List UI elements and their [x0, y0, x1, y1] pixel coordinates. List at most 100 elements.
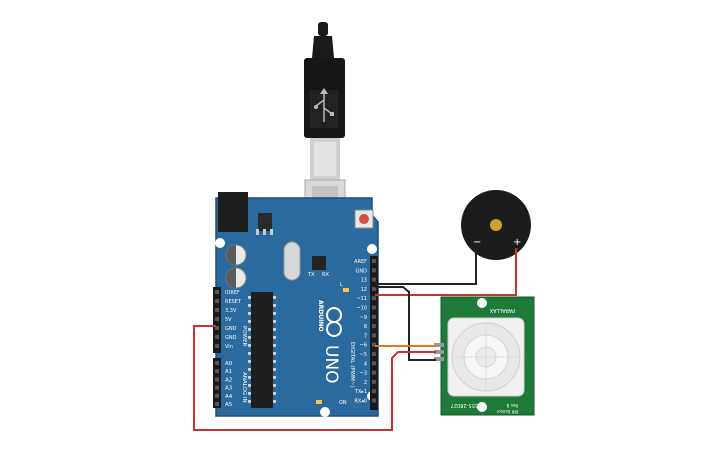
power-pin-hole[interactable] [215, 299, 219, 303]
microcontroller-chip [251, 292, 273, 408]
chip-pin [273, 320, 276, 323]
chip-pin [273, 360, 276, 363]
chip-pin [248, 384, 251, 387]
mounting-hole [215, 238, 225, 248]
digital-pin-hole[interactable] [372, 352, 376, 356]
digital-pin-label: GND [356, 268, 368, 274]
chip-pin [248, 328, 251, 331]
red-wire-pir [193, 325, 436, 431]
power-pin-label: 5V [225, 317, 232, 323]
black-wire-buzzer [375, 248, 477, 285]
digital-pin-hole[interactable] [372, 361, 376, 366]
digital-pin-label: AREF [354, 259, 367, 265]
power-pin-hole[interactable] [215, 290, 219, 294]
arduino-board[interactable]: L ON TX RX ARDUINO UNO DIGITAL (PWM~) PO… [213, 192, 379, 417]
rx-label: RX [322, 272, 329, 278]
chip-pin [273, 336, 276, 339]
digital-pin-hole[interactable] [372, 296, 376, 301]
led-l [343, 288, 349, 292]
chip-pin [248, 344, 251, 347]
usb-cable[interactable] [304, 22, 346, 221]
digital-pin-hole[interactable] [372, 389, 376, 394]
led-on-label: ON [339, 400, 347, 406]
chip-pin [248, 296, 251, 299]
digital-pin-hole[interactable] [372, 305, 376, 310]
digital-pin-label: ~9 [360, 315, 367, 321]
chip-pins [248, 296, 276, 403]
pir-pin [434, 350, 444, 354]
usb-icon [314, 88, 334, 122]
analog-pin-hole[interactable] [215, 377, 219, 382]
chip-pin [273, 352, 276, 355]
pir-sensor[interactable]: PARALLAX 555-28027 Rev B PIR Sensor [434, 296, 535, 416]
digital-pin-hole[interactable] [372, 379, 376, 384]
arduino-logo [326, 307, 342, 337]
power-pin-hole[interactable] [215, 308, 219, 312]
analog-header [213, 358, 221, 408]
voltage-regulator [258, 213, 272, 231]
digital-pin-label: ~11 [356, 296, 367, 302]
digital-pin-label: ~10 [356, 306, 367, 312]
chip-pin [273, 312, 276, 315]
pir-pin [434, 343, 444, 347]
digital-pin-hole[interactable] [372, 286, 376, 291]
digital-pin-hole[interactable] [372, 268, 376, 273]
chip-pin [248, 352, 251, 355]
analog-pin-label: A5 [225, 402, 233, 408]
digital-pin-hole[interactable] [372, 314, 376, 319]
digital-pin-hole[interactable] [372, 324, 376, 329]
chip-pin [273, 400, 276, 403]
power-pin-hole[interactable] [215, 317, 219, 321]
digital-pin-label: 12 [361, 287, 367, 293]
analog-pin-hole[interactable] [215, 393, 219, 398]
digital-pin-hole[interactable] [372, 370, 376, 375]
analog-pin-hole[interactable] [215, 369, 219, 374]
digital-pin-label: 2 [364, 380, 367, 386]
tx-label: TX [307, 272, 315, 278]
digital-pin-hole[interactable] [372, 333, 376, 338]
power-pin-label: RESET [225, 299, 242, 305]
power-pin-hole[interactable] [215, 344, 219, 348]
digital-pin-label: 4 [364, 361, 367, 367]
power-jack [218, 192, 248, 232]
digital-pin-hole[interactable] [372, 277, 376, 282]
digital-header [370, 256, 378, 410]
digital-pin-label: ~5 [360, 352, 367, 358]
digital-pin-hole[interactable] [372, 259, 376, 263]
digital-pin-hole[interactable] [372, 398, 376, 403]
power-pin-label: GND [225, 335, 237, 341]
piezo-buzzer[interactable]: − + [461, 190, 531, 260]
digital-pin-label: 8 [364, 324, 367, 330]
analog-pin-hole[interactable] [215, 385, 219, 390]
power-pin-label: IOREF [225, 290, 240, 296]
led-on [316, 400, 322, 404]
model-label: UNO [321, 345, 341, 384]
power-pin-label: 3.3V [225, 308, 237, 314]
analog-pin-hole[interactable] [215, 361, 219, 365]
chip-pin [248, 392, 251, 395]
power-pin-hole[interactable] [215, 335, 219, 339]
digital-header-label: DIGITAL (PWM~) [349, 342, 355, 388]
digital-pin-label: ~6 [360, 343, 367, 349]
black-wire-pir [375, 286, 436, 361]
chip-pin [273, 392, 276, 395]
chip-pin [273, 296, 276, 299]
power-pin-hole[interactable] [215, 326, 219, 330]
pir-part-label: 555-28027 [451, 402, 478, 408]
mounting-hole [320, 407, 330, 417]
red-wire-buzzer [375, 248, 517, 296]
power-header-label: POWER [241, 326, 247, 347]
wires[interactable] [193, 248, 517, 431]
analog-pin-hole[interactable] [215, 402, 219, 406]
chip-pin [248, 360, 251, 363]
chip-pin [248, 320, 251, 323]
digital-pin-label: 13 [361, 278, 367, 284]
buzzer-minus-label: − [473, 237, 481, 248]
digital-pin-hole[interactable] [372, 342, 376, 347]
chip-pin [248, 376, 251, 379]
analog-pin-label: A3 [225, 386, 233, 392]
